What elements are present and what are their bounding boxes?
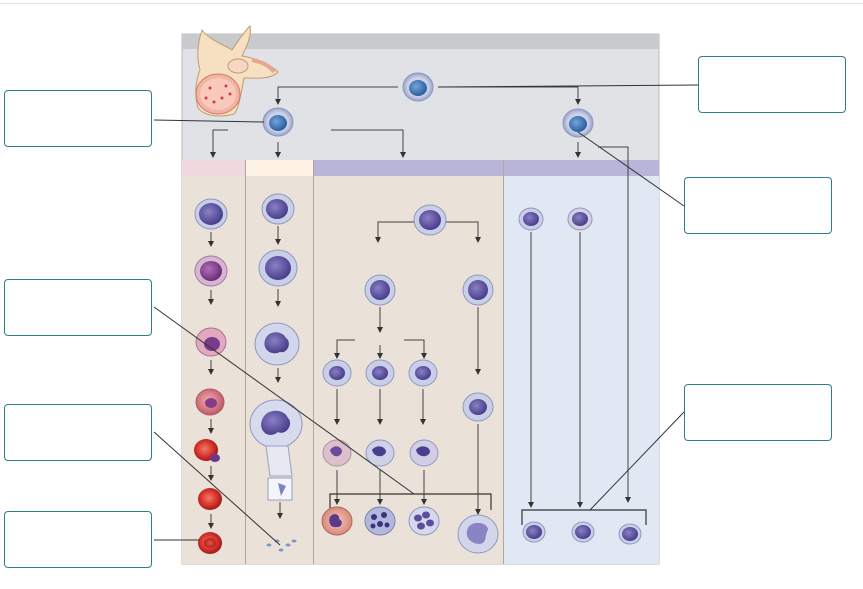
megakaryocyte [254,322,300,366]
neutrophil [408,506,440,536]
lymphoid-lineage [518,207,647,545]
label-box-platelets[interactable] [4,404,152,461]
megakaryoblast [261,193,295,225]
myeloid-stem-cell [262,107,294,137]
nk-cell [618,523,642,545]
lymphoid-stem-cell [562,108,594,138]
basophilic-myelocyte [408,359,438,387]
promyelocyte [364,274,396,306]
lymphoblast-t [567,207,593,231]
monoblast [462,274,494,306]
label-box-lymphoid-stem-cell[interactable] [684,177,832,234]
label-box-lymphocytes[interactable] [684,384,832,441]
erythrocyte [198,532,222,554]
orthochromatic-erythroblast [195,388,225,416]
megakaryocyte-lineage [249,193,303,552]
proerythroblast [194,198,228,230]
eosinophil [321,506,353,536]
mature-megakaryocyte [249,399,303,449]
label-box-granulocytes[interactable] [4,279,152,336]
megakaryocyte-column-header [246,160,313,176]
lymphoblast-b [518,207,544,231]
reticulocyte [194,439,220,462]
platelet-fragmentation-callout [265,445,293,477]
promegakaryocyte [258,249,298,287]
polychromatic-erythroblast [195,327,227,357]
basophilic-band [409,439,439,467]
leader-lines [153,84,699,546]
label-box-erythrocyte[interactable] [4,511,152,568]
erythroid-column-header [182,160,245,176]
label-box-myeloid-stem-cell[interactable] [4,90,152,147]
basophil [364,506,396,536]
reticulocyte-mature [198,488,222,510]
b-lymphocyte [522,521,546,543]
monocyte [457,514,499,554]
myeloblast [413,204,447,236]
t-lymphocyte [571,521,595,543]
neutrophilic-band [365,439,395,467]
eosinophilic-myelocyte [322,359,352,387]
myeloid-lineage [321,204,499,554]
lymphoid-column [504,176,659,564]
promonocyte [462,392,494,422]
lineage-connectors [210,86,631,503]
myeloid-lymphoid-header [314,160,659,176]
lymphocyte-bracket [521,509,647,525]
hematopoietic-stem-cell [402,72,434,102]
basophilic-erythroblast [194,255,228,287]
erythroid-lineage [194,198,228,554]
panel-header-bar [182,34,659,49]
vertebra-bone-illustration [195,24,279,117]
eosinophilic-band [322,439,352,467]
granulocyte-bracket [329,493,492,510]
neutrophilic-myelocyte [365,359,395,387]
label-box-hematopoietic-stem-cell[interactable] [698,56,846,113]
top-divider [0,3,863,4]
